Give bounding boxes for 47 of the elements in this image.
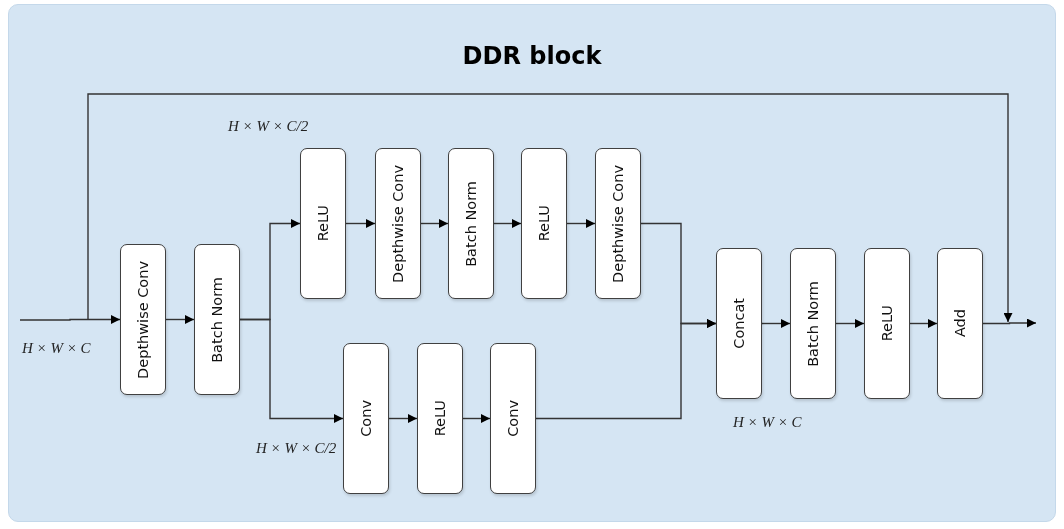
arrow	[982, 318, 1037, 328]
arrow	[566, 219, 596, 228]
process-box	[300, 148, 346, 299]
process-box	[937, 248, 983, 399]
process-box	[343, 343, 389, 494]
process-box	[194, 244, 240, 395]
process-box	[120, 244, 166, 395]
process-box	[448, 148, 494, 299]
box-label: ReLU	[536, 205, 552, 242]
arrow	[388, 414, 418, 423]
process-box	[490, 343, 536, 494]
process-box	[521, 148, 567, 299]
arrow	[909, 319, 938, 328]
process-box	[716, 248, 762, 399]
arrow	[420, 219, 449, 228]
process-box	[790, 248, 836, 399]
box-label: Add	[952, 309, 968, 338]
process-box	[375, 148, 421, 299]
arrow	[462, 414, 491, 423]
box-label: ReLU	[879, 305, 895, 342]
arrow	[19, 315, 121, 324]
box-label: Concat	[731, 298, 747, 349]
arrow	[345, 219, 376, 228]
box-label: ReLU	[432, 400, 448, 437]
process-box	[864, 248, 910, 399]
arrow	[761, 319, 791, 328]
box-label: Conv	[358, 400, 374, 437]
box-label: Depthwise Conv	[390, 164, 406, 283]
arrow	[493, 219, 522, 228]
dimension-label: H × W × C/2	[228, 118, 309, 135]
box-label: Batch Norm	[805, 280, 821, 367]
box-label: ReLU	[315, 205, 331, 242]
box-label: Depthwise Conv	[610, 164, 626, 283]
process-box	[595, 148, 641, 299]
arrow	[165, 315, 195, 324]
process-box	[417, 343, 463, 494]
dimension-label: H × W × C	[733, 414, 802, 431]
box-label: Conv	[505, 400, 521, 437]
diagram-title: DDR block	[461, 42, 603, 70]
box-label: Depthwise Conv	[135, 260, 151, 379]
arrow	[239, 318, 344, 423]
arrow	[835, 319, 865, 328]
box-label: Batch Norm	[463, 180, 479, 267]
box-label: Batch Norm	[209, 276, 225, 363]
dimension-label: H × W × C	[22, 340, 91, 357]
arrow	[535, 319, 717, 420]
dimension-label: H × W × C/2	[256, 440, 337, 457]
